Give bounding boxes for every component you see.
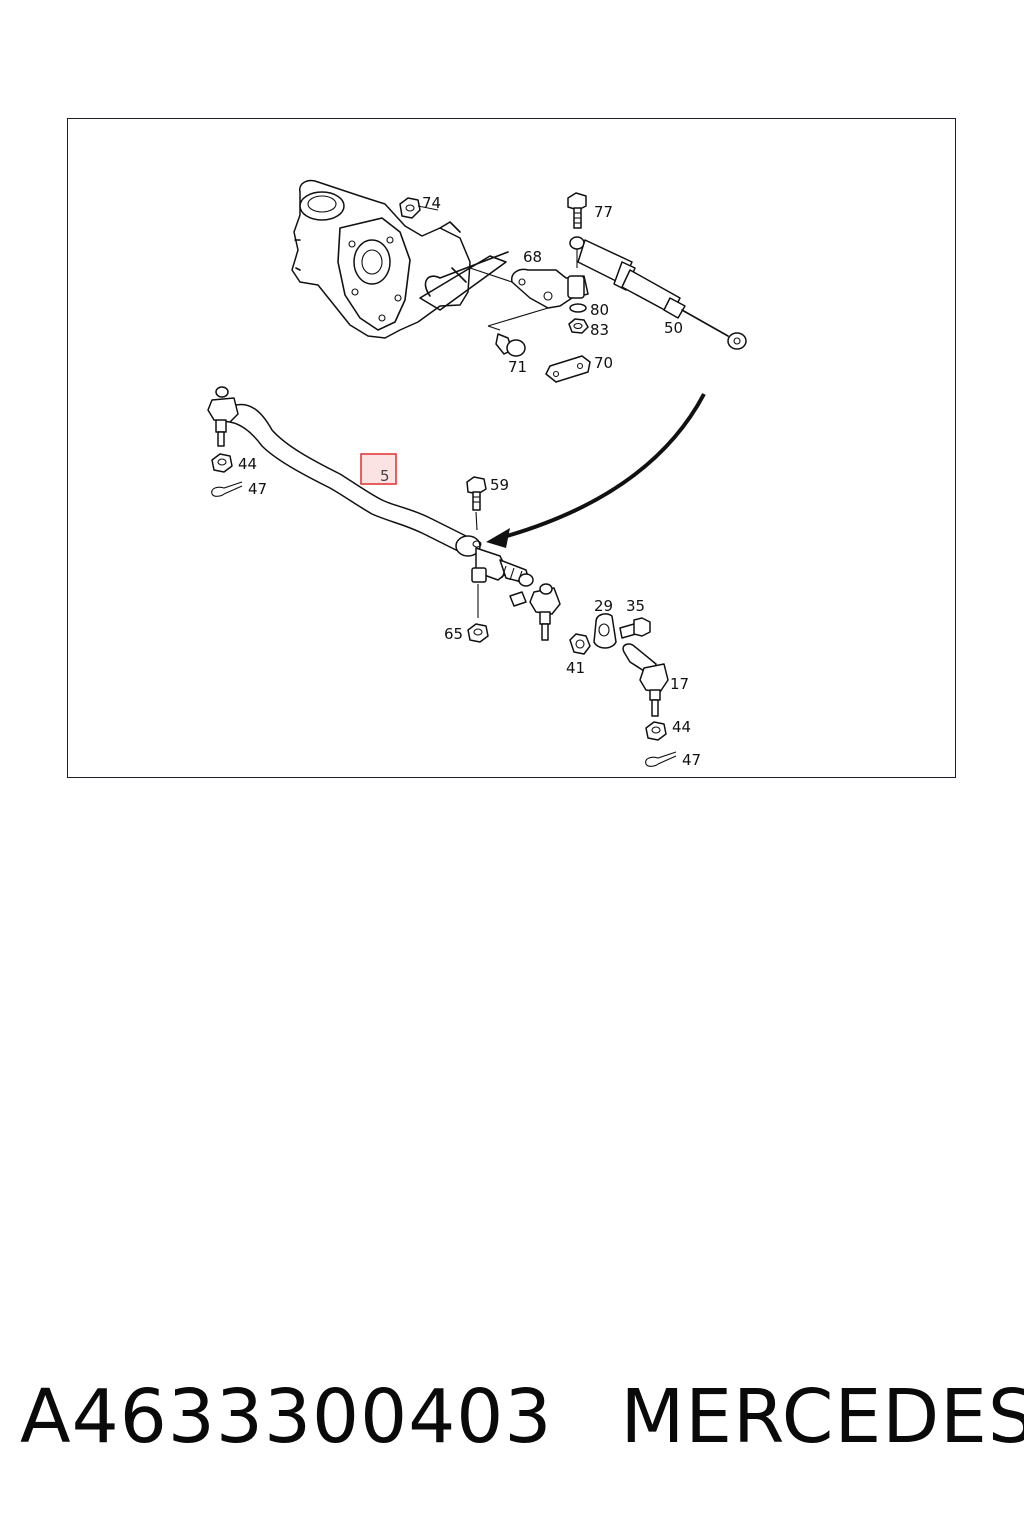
label-29: 29 <box>594 597 613 615</box>
diagram-frame <box>67 118 956 778</box>
label-83: 83 <box>590 321 609 339</box>
nut-44-left <box>211 453 233 473</box>
clamp-29 <box>593 613 617 649</box>
nut-83 <box>568 318 589 334</box>
label-35: 35 <box>626 597 645 615</box>
ball-joint-left <box>207 386 239 447</box>
steering-damper-50 <box>569 236 747 350</box>
lock-plate-70 <box>545 355 591 383</box>
label-70: 70 <box>594 354 613 372</box>
label-47-right: 47 <box>682 751 701 769</box>
assembly-arrow <box>486 393 706 548</box>
bolt-35 <box>619 617 651 639</box>
nut-74 <box>399 197 439 219</box>
nut-65 <box>467 623 489 643</box>
bolt-59 <box>466 476 487 531</box>
bracket-68 <box>469 267 589 327</box>
label-44-right: 44 <box>672 718 691 736</box>
nut-44-right <box>645 721 667 741</box>
label-68: 68 <box>523 248 542 266</box>
label-74: 74 <box>422 194 441 212</box>
bolt-71 <box>487 325 526 357</box>
clamp-sleeve <box>471 547 534 618</box>
label-65: 65 <box>444 625 463 643</box>
steering-gear-housing <box>291 179 509 339</box>
ball-joint-17 <box>622 643 669 717</box>
brand-name: MERCEDES <box>620 1374 1024 1460</box>
nut-41 <box>569 633 591 655</box>
label-47-left: 47 <box>248 480 267 498</box>
ball-joint-right <box>529 583 561 641</box>
label-41: 41 <box>566 659 585 677</box>
label-80: 80 <box>590 301 609 319</box>
footer: A4633300403 MERCEDES <box>20 1372 1024 1462</box>
label-71: 71 <box>508 358 527 376</box>
bolt-77 <box>567 192 587 229</box>
tie-rod-5 <box>229 403 482 557</box>
cotter-pin-47-left <box>211 481 243 497</box>
highlight-part-5 <box>360 453 397 485</box>
label-17: 17 <box>670 675 689 693</box>
part-number: A4633300403 <box>20 1374 553 1460</box>
cotter-pin-47-right <box>645 751 677 767</box>
washer-80 <box>569 303 587 313</box>
label-44-left: 44 <box>238 455 257 473</box>
label-59: 59 <box>490 476 509 494</box>
label-5: 5 <box>380 467 390 485</box>
label-77: 77 <box>594 203 613 221</box>
label-50: 50 <box>664 319 683 337</box>
